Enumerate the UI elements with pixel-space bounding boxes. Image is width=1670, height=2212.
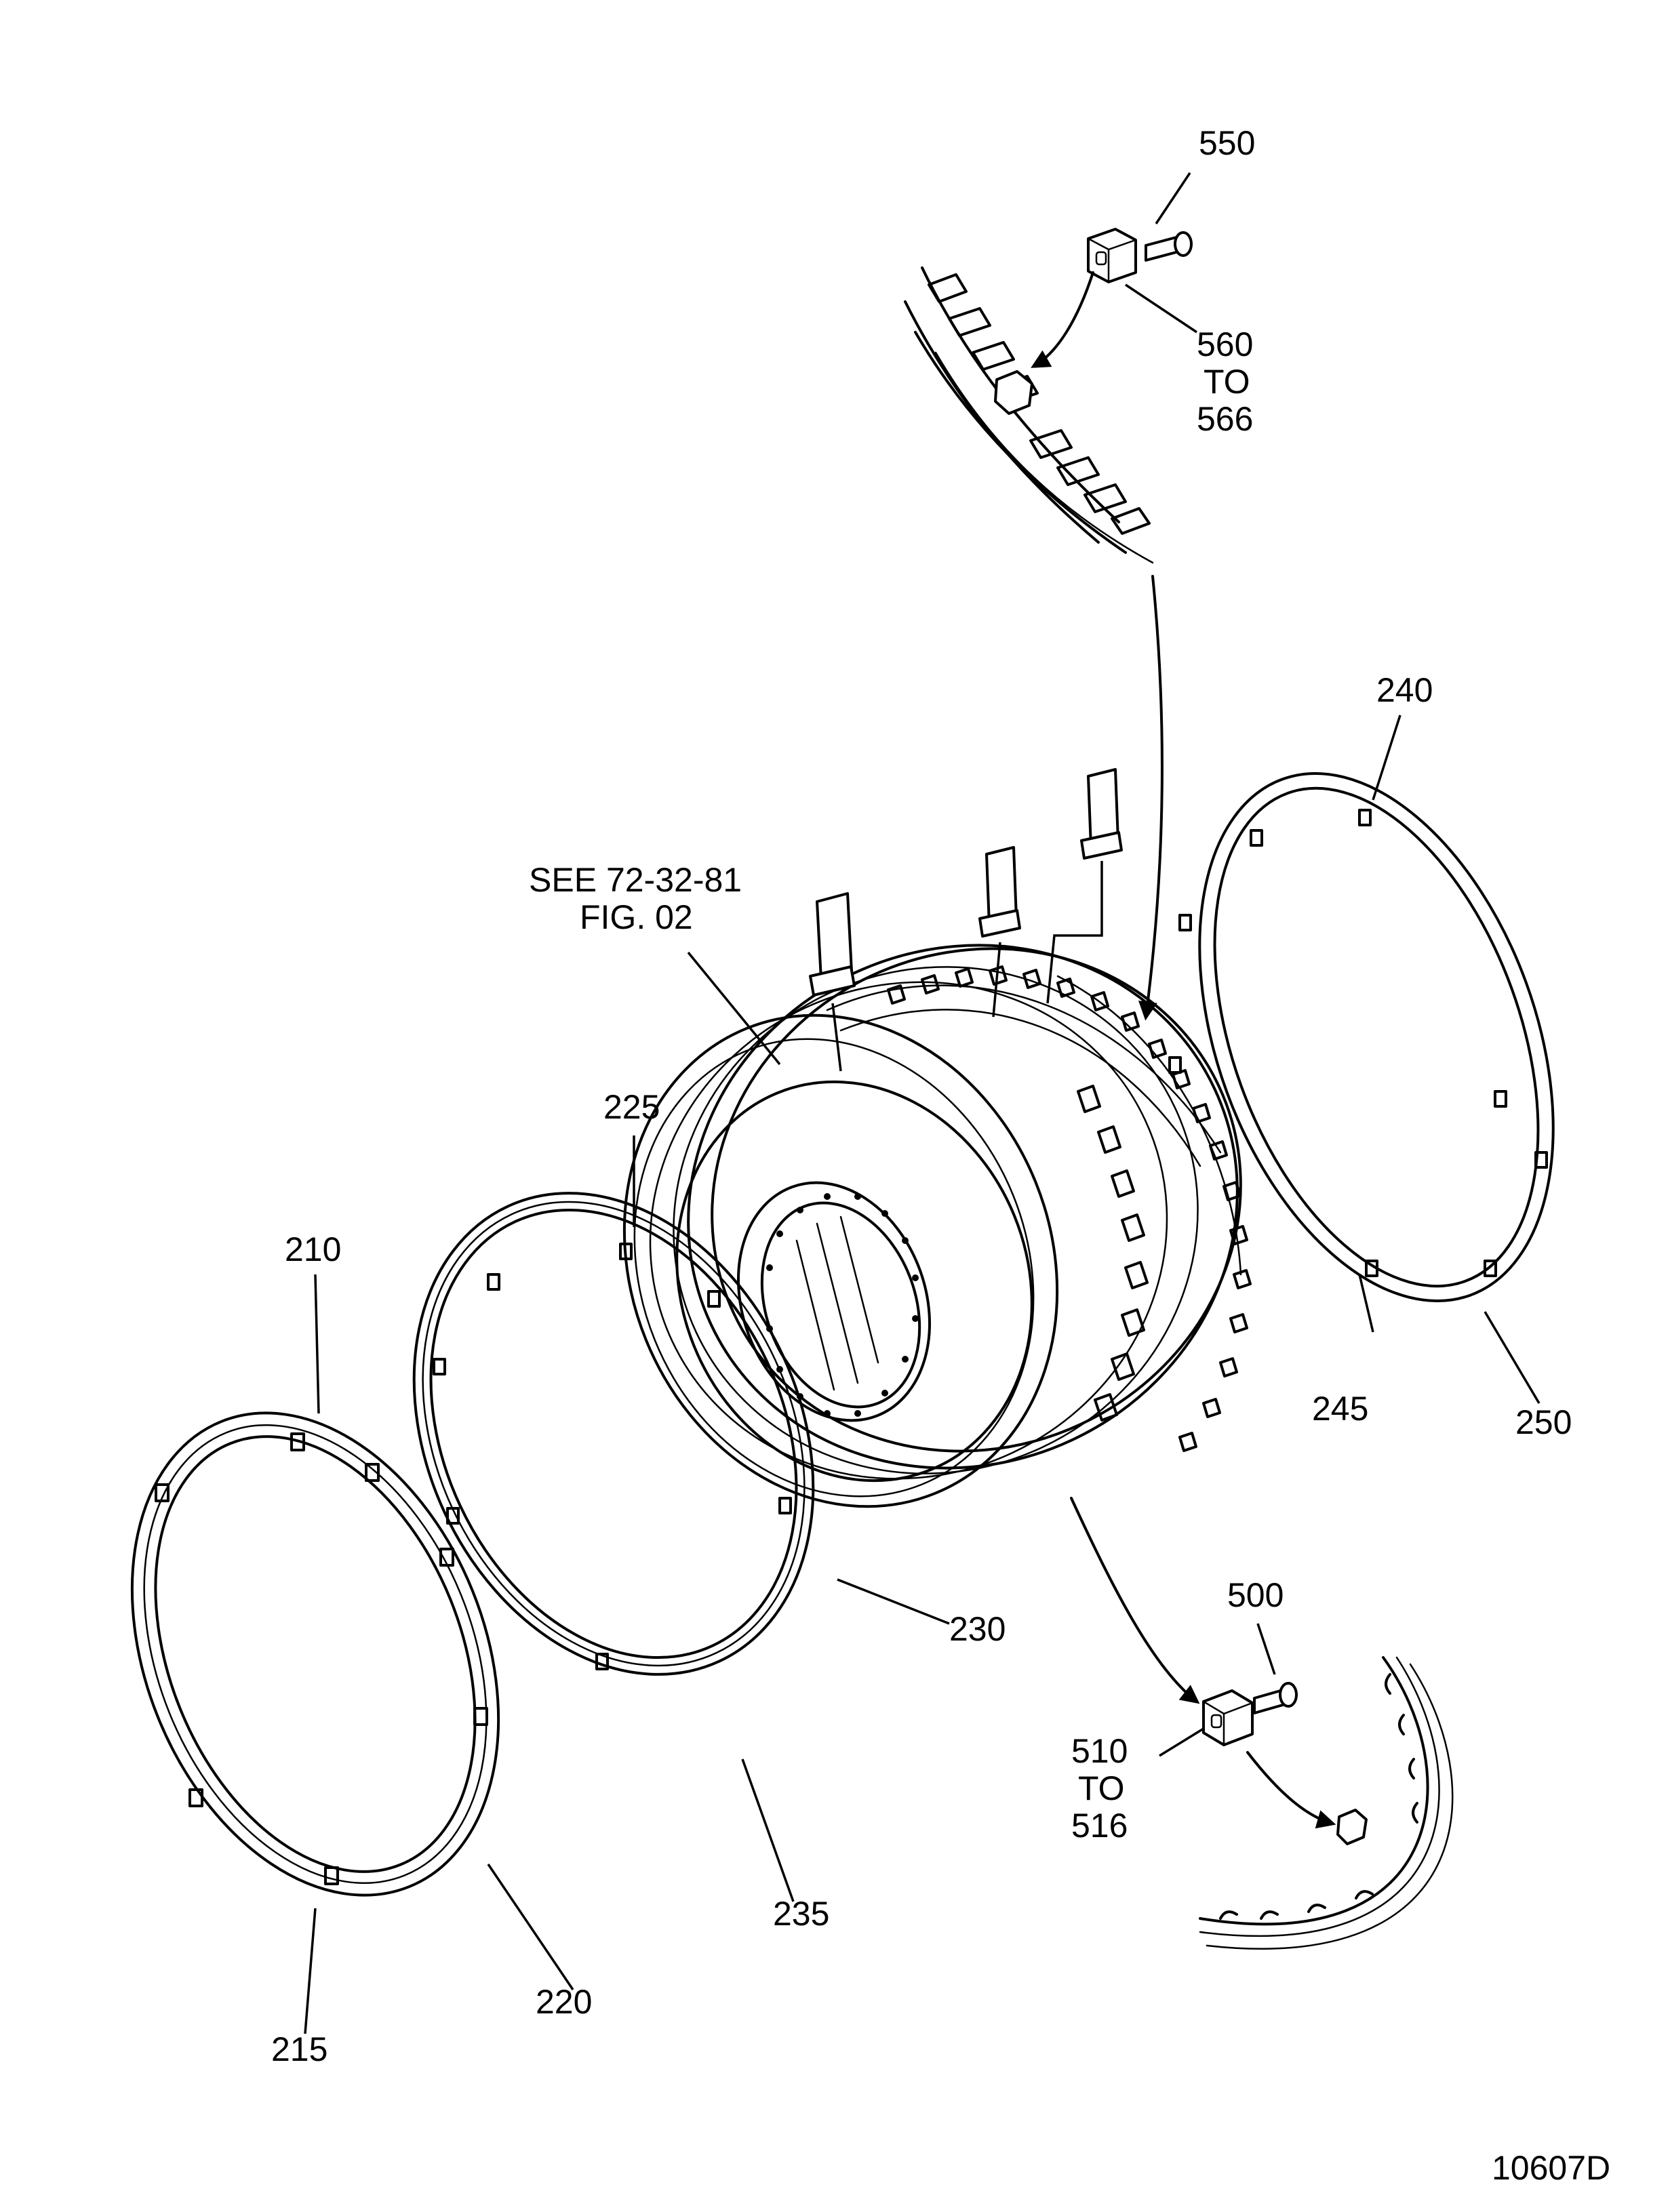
retainer-in-slot [994,370,1033,415]
callout-510-line3: 516 [1071,1807,1128,1845]
callout-225: 225 [603,1088,660,1126]
bottom-detail-slot-segment [1199,1656,1454,1950]
callout-240: 240 [1376,671,1433,709]
callout-235: 235 [773,1895,829,1933]
callout-220: 220 [536,1983,592,2021]
bolt-550 [1145,231,1193,262]
ring-240 [1168,772,1555,1302]
blades [809,768,1123,997]
reference-line1: SEE 72-32-81 [529,861,742,899]
install-arrow-retainer [1031,271,1094,368]
callout-560-line2: TO [1204,363,1250,401]
install-arrow-bottom-slot [1246,1751,1336,1829]
callout-510-line1: 510 [1071,1732,1128,1770]
retainer-510 [1202,1689,1254,1746]
ring-210 [130,1411,500,1897]
callout-250: 250 [1515,1403,1572,1441]
retainer-560 [1087,228,1137,283]
callout-560-line3: 566 [1197,400,1253,438]
bolt-500 [1253,1682,1298,1714]
callout-560-line1: 560 [1197,325,1253,363]
retainer-in-slot-bottom [1336,1809,1368,1845]
reference-line2: FIG. 02 [580,898,693,936]
callout-500: 500 [1227,1576,1284,1614]
callout-550: 550 [1199,124,1255,162]
top-detail-slot-segment [904,266,1154,564]
rotor-disk-assembly [622,768,1252,1508]
figure-id: 10607D [1492,2149,1610,2187]
leader-lines [304,172,1540,2034]
callout-215: 215 [271,2030,327,2068]
install-arrow-bottom-retainer [1070,1497,1200,1704]
callouts: 550 560 TO 566 SEE 72-32-81 FIG. 02 240 … [271,124,1610,2187]
callout-510-line2: TO [1078,1769,1125,1807]
install-arrow-to-rotor [1138,575,1164,1021]
callout-230: 230 [949,1610,1006,1648]
callout-245: 245 [1312,1390,1368,1428]
ring-225 [412,1192,815,1676]
callout-210: 210 [285,1230,341,1268]
